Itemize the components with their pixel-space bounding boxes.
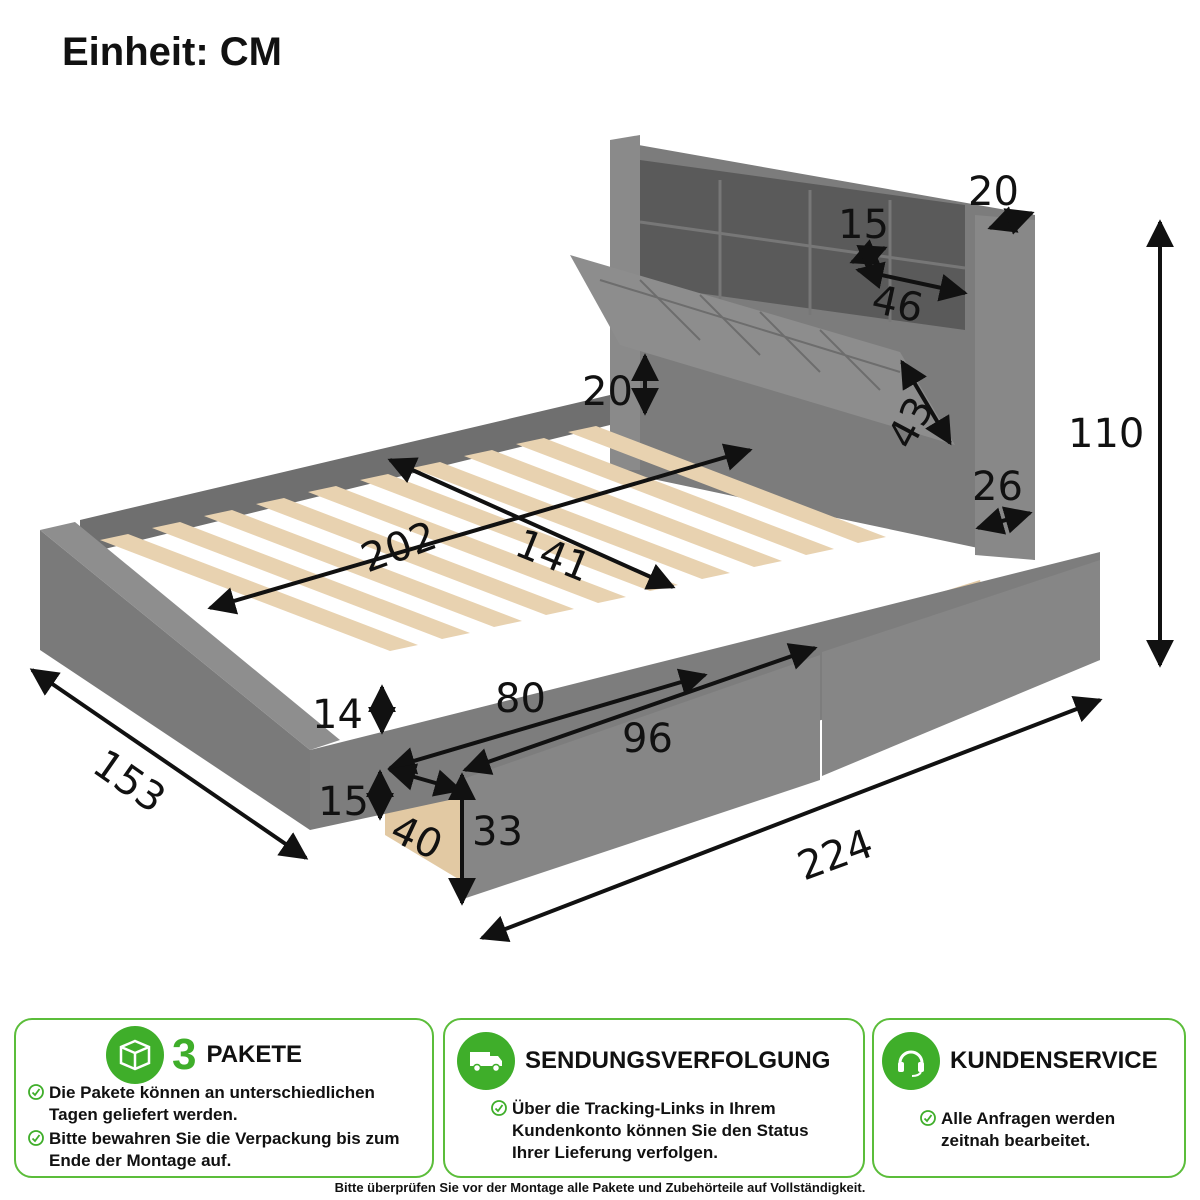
panel-customer-service: KUNDENSERVICE Alle Anfragen werden zeitn… — [872, 1018, 1186, 1178]
dimension-lines — [29, 206, 1174, 943]
dim-drawer-height: 33 — [472, 809, 523, 855]
dim-drawer-length: 96 — [622, 716, 673, 762]
bullet-item: Alle Anfragen werden zeitnah bearbeitet. — [920, 1108, 1170, 1152]
check-icon — [28, 1084, 44, 1100]
dim-headboard-height: 110 — [1068, 411, 1144, 457]
dim-frame-height: 14 — [312, 692, 363, 738]
package-box-icon — [106, 1026, 164, 1084]
panel-packages: 3 PAKETE Die Pakete können an unterschie… — [14, 1018, 434, 1178]
delivery-truck-icon — [457, 1032, 515, 1090]
dim-headboard-depth: 20 — [968, 169, 1019, 215]
headboard-storage-flap — [570, 255, 955, 445]
package-count: 3 — [172, 1030, 197, 1079]
dim-inner-length: 202 — [355, 513, 442, 582]
bullet-item: Über die Tracking-Links in Ihrem Kundenk… — [491, 1098, 811, 1164]
dim-flap-gap: 20 — [582, 369, 633, 415]
bullet-item: Die Pakete können an unterschiedlichen T… — [28, 1082, 428, 1126]
bullet-item: Bitte bewahren Sie die Verpackung bis zu… — [28, 1128, 428, 1172]
near-side-rail — [40, 530, 310, 830]
panel-title-tracking: SENDUNGSVERFOLGUNG — [525, 1047, 831, 1074]
bed-dimension-drawing: 20 15 46 110 20 43 26 202 141 14 153 80 … — [29, 135, 1174, 943]
check-icon — [28, 1130, 44, 1146]
dim-drawer-inner-height: 15 — [318, 779, 369, 825]
panel-title-customer-service: KUNDENSERVICE — [950, 1047, 1158, 1074]
dim-shelf-depth: 15 — [838, 202, 889, 248]
bed-slat — [204, 510, 522, 627]
dim-bed-length: 224 — [792, 821, 879, 890]
panel-tracking: SENDUNGSVERFOLGUNG Über die Tracking-Lin… — [443, 1018, 865, 1178]
dim-leg-width: 26 — [972, 464, 1023, 510]
dim-bed-width: 153 — [85, 741, 174, 822]
unit-title: Einheit: CM — [62, 30, 282, 74]
dim-shelf-width: 46 — [868, 277, 927, 333]
dim-drawer-inner-length: 80 — [495, 676, 546, 722]
headset-icon — [882, 1032, 940, 1090]
footer-note: Bitte überprüfen Sie vor der Montage all… — [334, 1180, 866, 1195]
check-icon — [920, 1110, 936, 1126]
panel-title-packages: PAKETE — [206, 1041, 303, 1068]
check-icon — [491, 1100, 507, 1116]
